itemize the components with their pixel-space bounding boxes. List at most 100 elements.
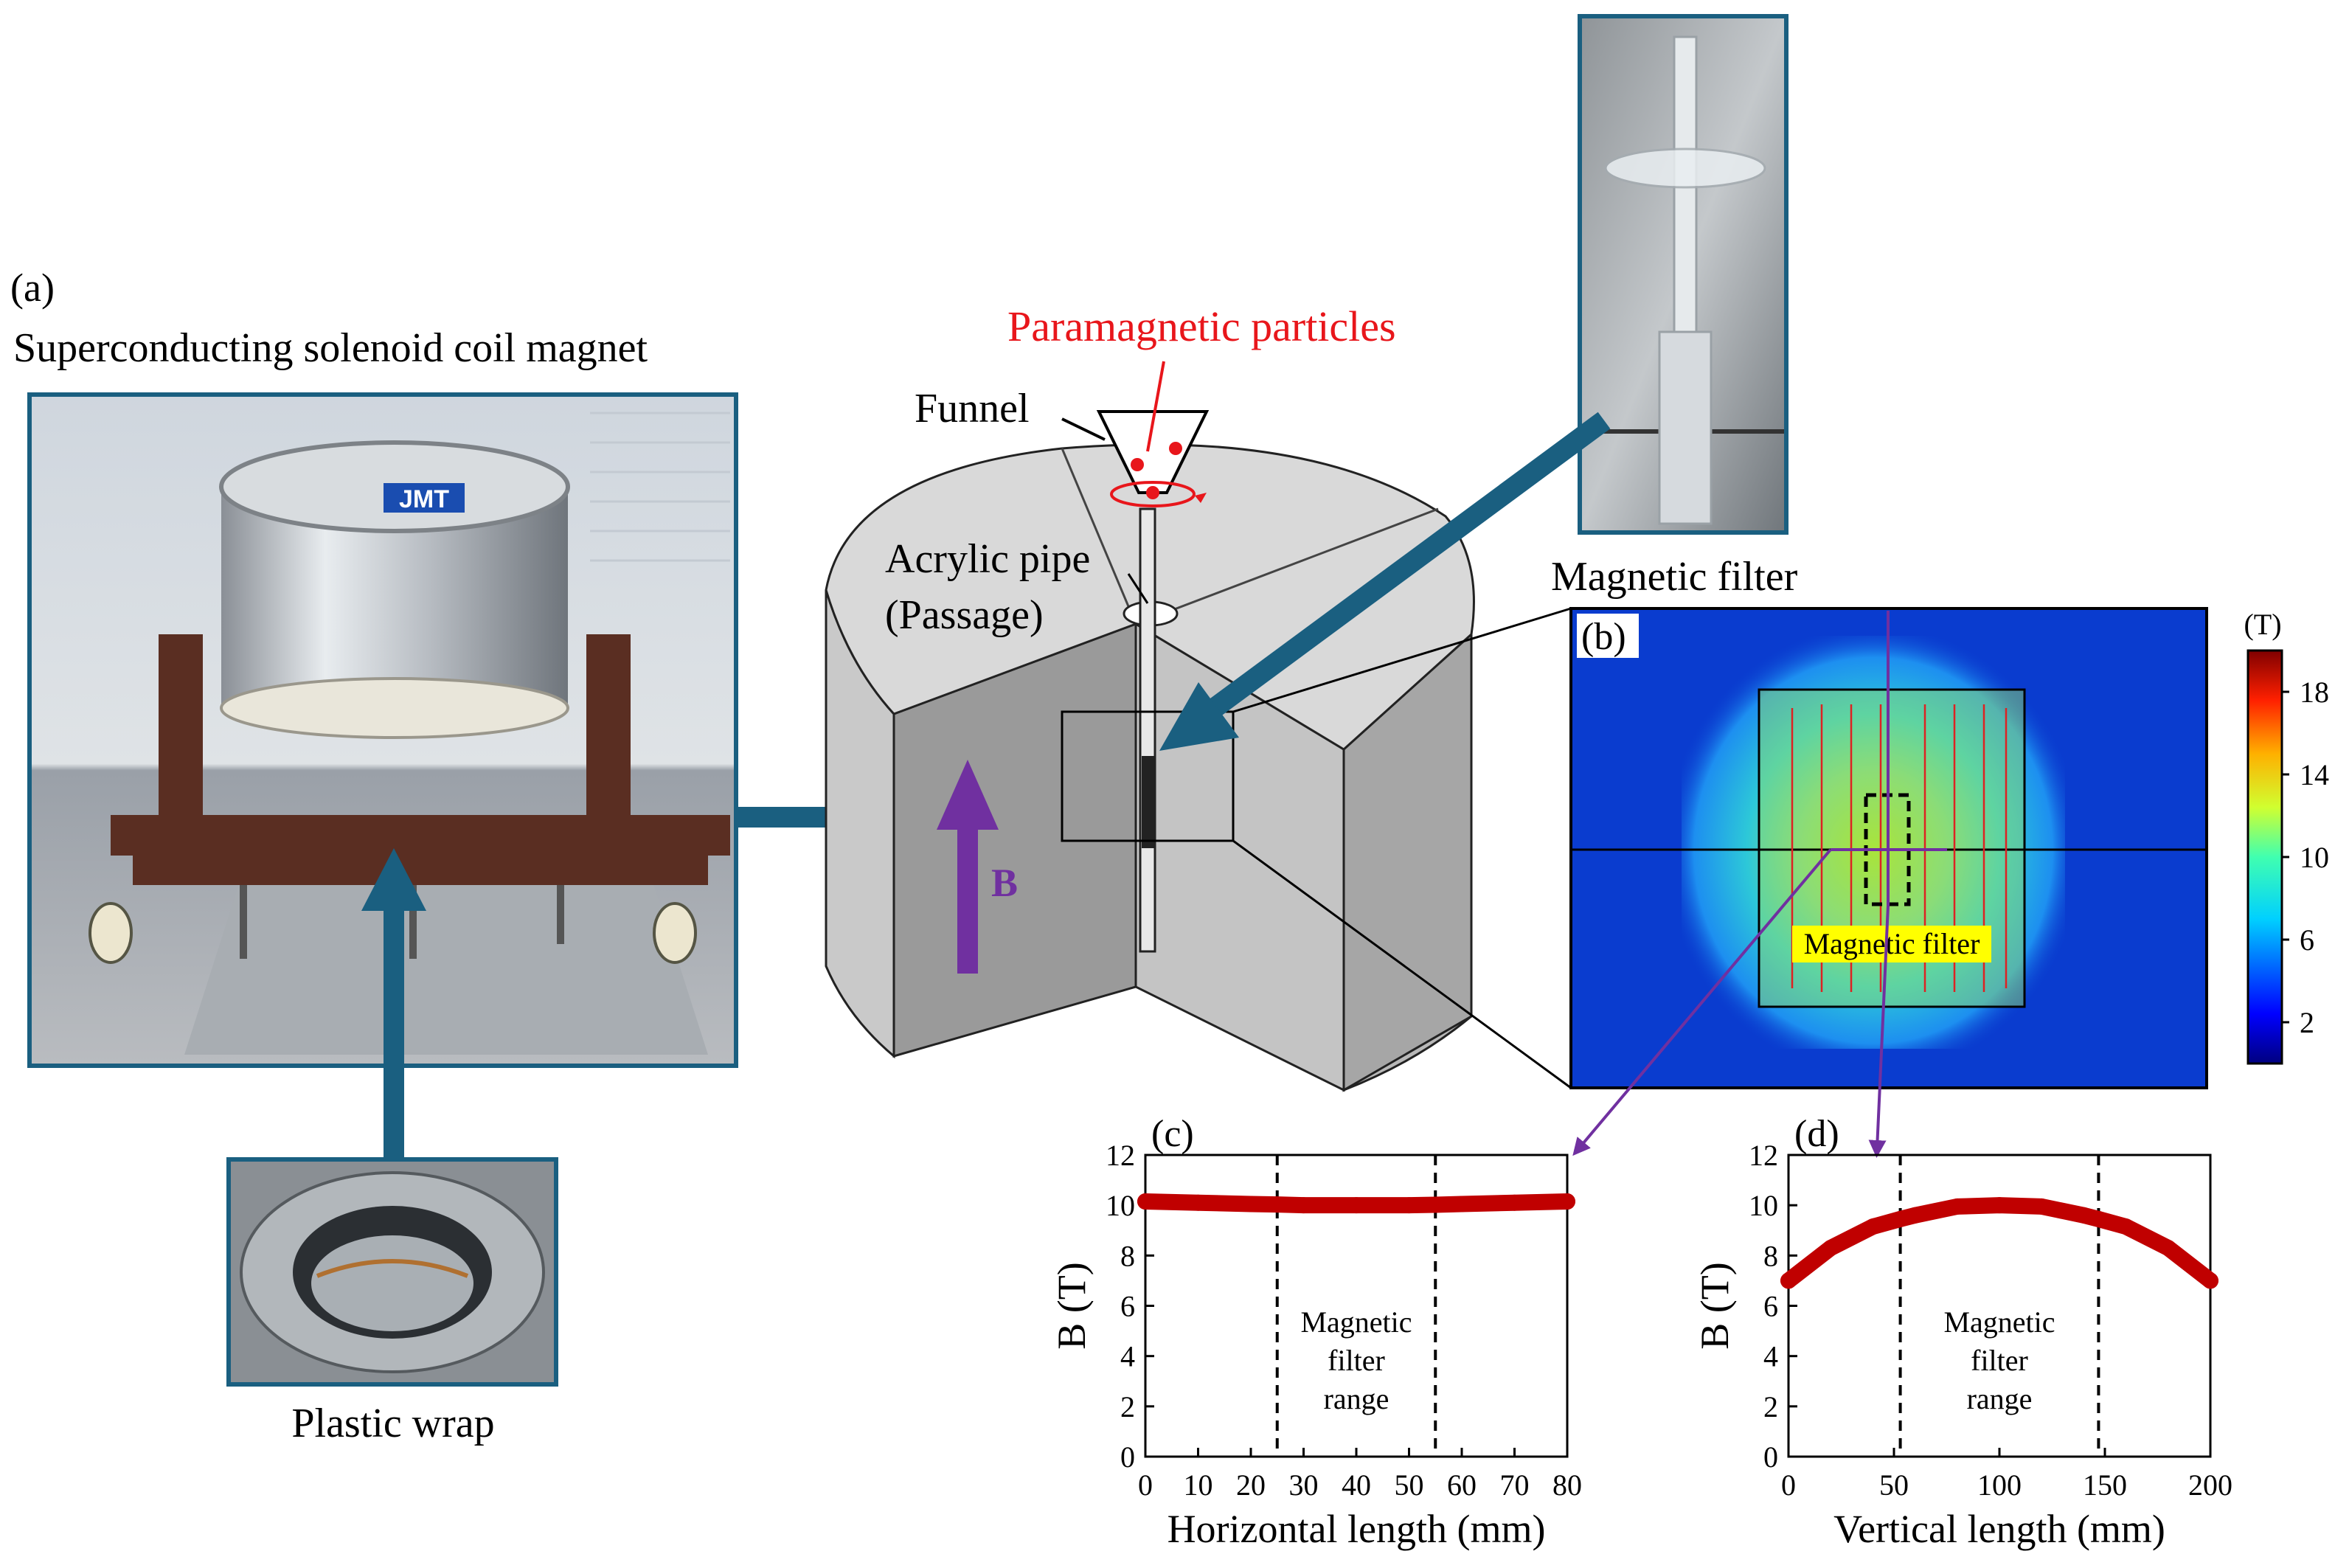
y-tick-label: 0 bbox=[1120, 1440, 1135, 1474]
data-point bbox=[2202, 1272, 2218, 1289]
funnel-leader bbox=[1061, 417, 1106, 441]
data-point bbox=[1991, 1197, 2008, 1214]
colorbar-tick-label: 6 bbox=[2300, 923, 2314, 957]
data-point bbox=[1454, 1196, 1470, 1213]
data-point bbox=[1269, 1196, 1286, 1213]
data-point bbox=[1427, 1196, 1444, 1213]
data-point bbox=[1137, 1193, 1153, 1210]
x-tick-label: 50 bbox=[1395, 1468, 1424, 1502]
field-symbol: B bbox=[991, 861, 1018, 905]
series-line bbox=[1780, 1197, 2218, 1289]
range-annotation: Magnetic bbox=[1943, 1305, 2055, 1339]
range-annotation: Magnetic bbox=[1300, 1305, 1412, 1339]
y-tick-label: 8 bbox=[1763, 1239, 1778, 1272]
plastic-wrap-label: Plastic wrap bbox=[291, 1401, 494, 1446]
data-point bbox=[2090, 1210, 2107, 1227]
leader-to-c bbox=[1572, 848, 1832, 1156]
pipe-leader bbox=[1127, 573, 1149, 604]
data-point bbox=[1190, 1194, 1207, 1211]
x-tick-label: 40 bbox=[1342, 1468, 1371, 1502]
x-tick-label: 200 bbox=[2188, 1468, 2232, 1502]
field-arrow bbox=[937, 760, 999, 974]
funnel-label: Funnel bbox=[915, 386, 1030, 431]
filter-photo-frame bbox=[1578, 14, 1788, 535]
range-annotation: filter bbox=[1328, 1344, 1385, 1377]
colorbar-tick-label: 2 bbox=[2300, 1006, 2314, 1039]
x-tick-label: 0 bbox=[1138, 1468, 1153, 1502]
magnet-brand-text: JMT bbox=[399, 485, 449, 513]
plastic-wrap-frame bbox=[226, 1157, 558, 1387]
y-tick-label: 2 bbox=[1763, 1390, 1778, 1423]
y-axis-label: B (T) bbox=[1693, 1262, 1737, 1349]
colorbar bbox=[2246, 649, 2283, 1065]
data-point bbox=[1949, 1198, 1966, 1215]
data-point bbox=[1822, 1240, 1839, 1257]
funnel-shape bbox=[1096, 410, 1210, 507]
plastic-wrap-photo bbox=[229, 1159, 556, 1384]
panel-b-tag-bg bbox=[1577, 614, 1639, 658]
data-point bbox=[2159, 1240, 2176, 1257]
magnet-photo-frame bbox=[27, 392, 738, 1068]
colorbar-tick-label: 18 bbox=[2300, 676, 2329, 709]
x-tick-label: 30 bbox=[1289, 1468, 1319, 1502]
filter-to-pipe-arrow bbox=[1159, 412, 1611, 751]
pipe-label-line1: Acrylic pipe bbox=[885, 536, 1090, 582]
y-axis-label: B (T) bbox=[1049, 1262, 1094, 1349]
x-tick-label: 20 bbox=[1236, 1468, 1266, 1502]
plastic-wrap-arrow bbox=[361, 848, 426, 1162]
x-tick-label: 70 bbox=[1500, 1468, 1530, 1502]
y-tick-label: 6 bbox=[1763, 1290, 1778, 1323]
range-annotation: range bbox=[1967, 1382, 2033, 1415]
data-point bbox=[1559, 1193, 1575, 1210]
chart-tag: (d) bbox=[1794, 1113, 1839, 1155]
panel-a-tag: (a) bbox=[10, 266, 55, 310]
y-tick-label: 4 bbox=[1120, 1340, 1135, 1373]
y-tick-label: 8 bbox=[1120, 1239, 1135, 1272]
field-map-frame bbox=[1569, 607, 2208, 1089]
x-axis-label: Vertical length (mm) bbox=[1833, 1507, 2165, 1551]
leader-to-d bbox=[1868, 905, 1890, 1158]
x-tick-label: 10 bbox=[1184, 1468, 1213, 1502]
y-tick-label: 6 bbox=[1120, 1290, 1135, 1323]
particles-label: Paramagnetic particles bbox=[1007, 302, 1396, 350]
data-point bbox=[2117, 1218, 2134, 1235]
pipe-label-line2: (Passage) bbox=[885, 592, 1044, 638]
x-tick-label: 60 bbox=[1447, 1468, 1477, 1502]
x-tick-label: 100 bbox=[1977, 1468, 2022, 1502]
filter-photo-label: Magnetic filter bbox=[1551, 554, 1798, 600]
panel-b-tag: (b) bbox=[1581, 616, 1626, 658]
panel-a-title: Superconducting solenoid coil magnet bbox=[13, 325, 648, 371]
data-point bbox=[1864, 1218, 1881, 1235]
y-tick-label: 4 bbox=[1763, 1340, 1778, 1373]
data-point bbox=[2075, 1207, 2092, 1224]
magnet-photo: JMT bbox=[30, 395, 736, 1066]
filter-photo bbox=[1580, 16, 1786, 533]
x-tick-label: 150 bbox=[2083, 1468, 2127, 1502]
data-point bbox=[2033, 1198, 2050, 1215]
y-tick-label: 12 bbox=[1106, 1139, 1135, 1172]
data-point bbox=[1401, 1197, 1418, 1214]
x-axis-label: Horizontal length (mm) bbox=[1168, 1507, 1546, 1551]
data-point bbox=[1506, 1194, 1523, 1211]
y-tick-label: 2 bbox=[1120, 1390, 1135, 1423]
y-tick-label: 0 bbox=[1763, 1440, 1778, 1474]
y-tick-label: 10 bbox=[1106, 1189, 1135, 1222]
zoom-line-bottom bbox=[1232, 839, 1572, 1089]
y-tick-label: 10 bbox=[1749, 1189, 1778, 1222]
data-point bbox=[1243, 1196, 1259, 1213]
data-point bbox=[1348, 1197, 1364, 1214]
y-tick-label: 12 bbox=[1749, 1139, 1778, 1172]
field-map-filter-label: Magnetic filter bbox=[1804, 927, 1980, 960]
zoom-line-top bbox=[1232, 607, 1572, 713]
chart-tag: (c) bbox=[1151, 1113, 1194, 1155]
data-point bbox=[1906, 1207, 1923, 1224]
colorbar-tick-label: 14 bbox=[2300, 758, 2329, 791]
x-tick-label: 0 bbox=[1781, 1468, 1796, 1502]
data-point bbox=[1295, 1197, 1312, 1214]
colorbar-tick-label: 10 bbox=[2300, 841, 2329, 874]
range-annotation: filter bbox=[1971, 1344, 2028, 1377]
colorbar-unit: (T) bbox=[2244, 608, 2281, 641]
data-point bbox=[1780, 1272, 1797, 1289]
